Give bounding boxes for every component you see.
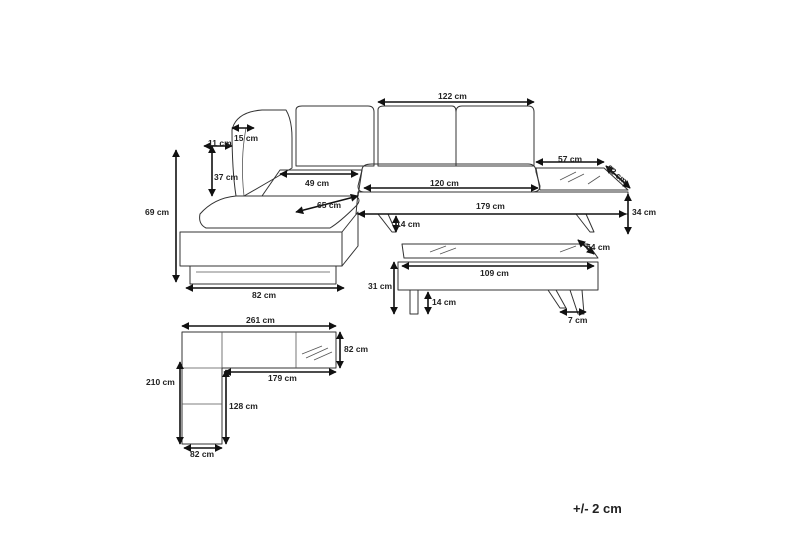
left-back-cushion bbox=[231, 109, 293, 197]
main-seat-cushion bbox=[357, 163, 541, 193]
label-plan-total-width: 210 cm bbox=[146, 377, 175, 387]
label-leg-height-sofa: 14 cm bbox=[396, 219, 421, 229]
label-plan-chaise-width: 82 cm bbox=[190, 449, 215, 459]
label-backrest-width: 122 cm bbox=[438, 91, 467, 101]
label-total-height: 69 cm bbox=[145, 207, 170, 217]
label-coffee-table-depth: 54 cm bbox=[586, 242, 611, 252]
label-armrest-depth: 11 cm bbox=[208, 138, 232, 148]
label-chaise-seat-depth: 65 cm bbox=[317, 200, 342, 210]
label-plan-table-depth: 82 cm bbox=[344, 344, 369, 354]
plan-outline bbox=[181, 331, 337, 445]
right-back-cushion-1 bbox=[377, 105, 457, 167]
label-seat-width: 120 cm bbox=[430, 178, 459, 188]
chaise-base bbox=[179, 231, 343, 267]
label-table-width: 57 cm bbox=[558, 154, 583, 164]
tolerance-note: +/- 2 cm bbox=[573, 501, 622, 516]
label-seat-height: 34 cm bbox=[632, 207, 657, 217]
label-back-height: 37 cm bbox=[214, 172, 239, 182]
label-plan-chaise-length: 128 cm bbox=[229, 401, 258, 411]
plan-view bbox=[181, 331, 337, 445]
label-sofa-length: 179 cm bbox=[476, 201, 505, 211]
label-coffee-table-length: 109 cm bbox=[480, 268, 509, 278]
label-leg-width: 7 cm bbox=[568, 315, 588, 325]
label-chaise-width: 82 cm bbox=[252, 290, 277, 300]
label-armrest-top: 15 cm bbox=[234, 133, 259, 143]
label-leg-height-table: 14 cm bbox=[432, 297, 457, 307]
label-chaise-seat-width: 49 cm bbox=[305, 178, 330, 188]
side-table-surface bbox=[535, 167, 629, 191]
coffee-table-top bbox=[401, 243, 599, 259]
dimension-arrows bbox=[172, 98, 632, 452]
middle-back-cushion bbox=[295, 105, 375, 167]
label-table-depth: 82 cm bbox=[605, 163, 630, 186]
label-plan-sofa-length: 179 cm bbox=[268, 373, 297, 383]
label-plan-total-length: 261 cm bbox=[246, 315, 275, 325]
right-back-cushion-2 bbox=[455, 105, 535, 167]
label-coffee-table-height: 31 cm bbox=[368, 281, 393, 291]
dimension-labels: 122 cm 15 cm 11 cm 37 cm 69 cm 49 cm 65 … bbox=[145, 91, 657, 516]
